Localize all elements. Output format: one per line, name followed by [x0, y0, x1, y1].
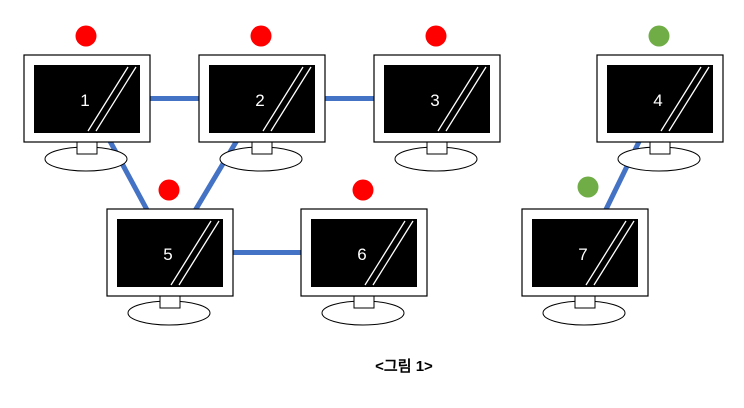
- computer-number: 7: [578, 245, 587, 264]
- monitor-neck: [76, 141, 98, 155]
- screen-glare: [170, 220, 212, 286]
- computer-3: 3: [373, 25, 501, 172]
- computer-number: 6: [357, 245, 366, 264]
- infected-status-dot: [425, 25, 447, 47]
- screen-glare: [593, 220, 635, 286]
- monitor-neck: [159, 295, 181, 309]
- infected-status-dot: [158, 179, 180, 201]
- monitor-neck: [426, 141, 448, 155]
- monitor-neck: [251, 141, 273, 155]
- screen-glare: [87, 66, 129, 132]
- screen-glare: [437, 66, 479, 132]
- computer-number: 3: [430, 91, 439, 110]
- screen-glare: [95, 66, 137, 132]
- computer-number: 1: [80, 91, 89, 110]
- screen-glare: [364, 220, 406, 286]
- computer-4: 4: [596, 25, 724, 172]
- infected-status-dot: [250, 25, 272, 47]
- screen-glare: [585, 220, 627, 286]
- computer-5: 5: [106, 179, 234, 326]
- computer-1: 1: [23, 25, 151, 172]
- screen-glare: [668, 66, 710, 132]
- infected-status-dot: [352, 179, 374, 201]
- computer-number: 5: [163, 245, 172, 264]
- computers-layer: 1 2 3 4 5 6 7: [23, 25, 724, 326]
- monitor-neck: [574, 295, 596, 309]
- computer-number: 4: [653, 91, 662, 110]
- monitor-neck: [353, 295, 375, 309]
- screen-glare: [178, 220, 220, 286]
- computer-number: 2: [255, 91, 264, 110]
- infected-status-dot: [75, 25, 97, 47]
- screen-glare: [372, 220, 414, 286]
- computer-7: 7: [521, 176, 649, 326]
- computer-2: 2: [198, 25, 326, 172]
- clean-status-dot: [577, 176, 599, 198]
- figure-caption: <그림 1>: [375, 358, 433, 375]
- clean-status-dot: [648, 25, 670, 47]
- screen-glare: [262, 66, 304, 132]
- screen-glare: [660, 66, 702, 132]
- computer-6: 6: [300, 179, 428, 326]
- monitor-neck: [649, 141, 671, 155]
- screen-glare: [270, 66, 312, 132]
- screen-glare: [445, 66, 487, 132]
